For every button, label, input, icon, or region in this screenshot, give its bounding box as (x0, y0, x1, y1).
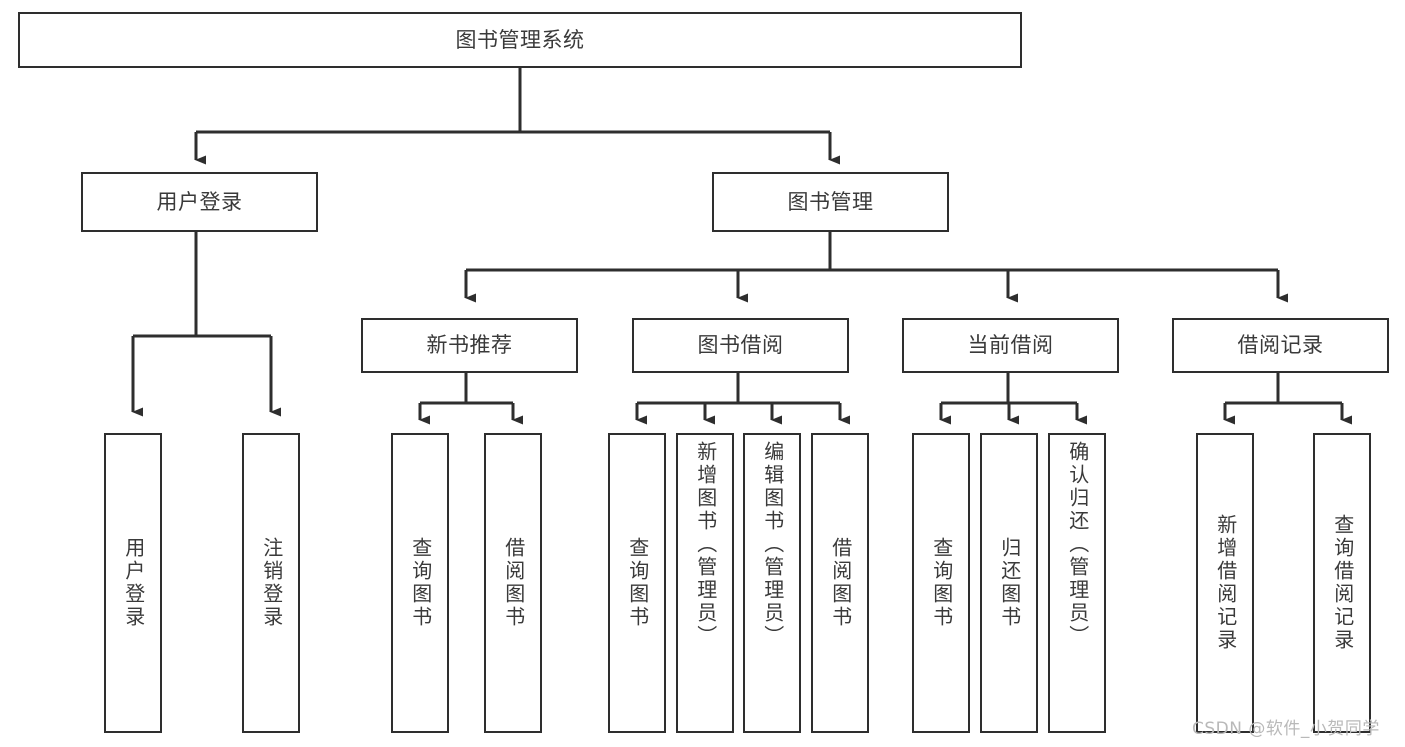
node-root-label: 图书管理系统 (455, 27, 585, 52)
node-leaf-label: 注销登录 (259, 537, 284, 629)
node-book-borrow-label: 图书借阅 (697, 333, 784, 358)
node-new-book-recommend[interactable]: 新书推荐 (361, 318, 578, 373)
node-leaf-label: 借阅图书 (501, 537, 526, 629)
node-leaf-label: 新增借阅记录 (1213, 514, 1238, 652)
node-user-login[interactable]: 用户登录 (81, 172, 318, 232)
node-leaf-borrow-record-add[interactable]: 新增借阅记录 (1196, 433, 1254, 733)
node-leaf-label: 查询图书 (408, 537, 433, 629)
node-book-management[interactable]: 图书管理 (712, 172, 949, 232)
node-current-borrow[interactable]: 当前借阅 (902, 318, 1119, 373)
node-leaf-book-borrow-add[interactable]: 新增图书（管理员） (676, 433, 734, 733)
node-book-management-label: 图书管理 (787, 189, 874, 214)
node-new-book-recommend-label: 新书推荐 (426, 333, 513, 358)
node-leaf-book-borrow-borrow[interactable]: 借阅图书 (811, 433, 869, 733)
node-borrow-record-label: 借阅记录 (1237, 333, 1324, 358)
node-leaf-current-borrow-query[interactable]: 查询图书 (912, 433, 970, 733)
node-leaf-current-borrow-return[interactable]: 归还图书 (980, 433, 1038, 733)
node-leaf-new-book-query[interactable]: 查询图书 (391, 433, 449, 733)
node-root-book-management-system[interactable]: 图书管理系统 (18, 12, 1022, 68)
node-leaf-label: 查询图书 (929, 537, 954, 629)
node-leaf-label: 查询图书 (625, 537, 650, 629)
node-leaf-label: 确认归还（管理员） (1065, 441, 1090, 648)
node-borrow-record[interactable]: 借阅记录 (1172, 318, 1389, 373)
csdn-watermark: CSDN @软件_小贺同学 (1192, 719, 1380, 739)
node-leaf-user-login-login[interactable]: 用户登录 (104, 433, 162, 733)
node-leaf-label: 用户登录 (121, 537, 146, 629)
node-leaf-book-borrow-edit[interactable]: 编辑图书（管理员） (743, 433, 801, 733)
node-user-login-label: 用户登录 (156, 189, 243, 214)
node-leaf-label: 查询借阅记录 (1330, 514, 1355, 652)
node-leaf-label: 新增图书（管理员） (693, 441, 718, 648)
node-leaf-label: 编辑图书（管理员） (760, 441, 785, 648)
node-leaf-book-borrow-query[interactable]: 查询图书 (608, 433, 666, 733)
node-leaf-new-book-borrow[interactable]: 借阅图书 (484, 433, 542, 733)
node-leaf-label: 借阅图书 (828, 537, 853, 629)
node-leaf-user-login-logout[interactable]: 注销登录 (242, 433, 300, 733)
node-book-borrow[interactable]: 图书借阅 (632, 318, 849, 373)
node-leaf-label: 归还图书 (997, 537, 1022, 629)
node-leaf-current-borrow-confirm-return[interactable]: 确认归还（管理员） (1048, 433, 1106, 733)
node-current-borrow-label: 当前借阅 (967, 333, 1054, 358)
node-leaf-borrow-record-query[interactable]: 查询借阅记录 (1313, 433, 1371, 733)
